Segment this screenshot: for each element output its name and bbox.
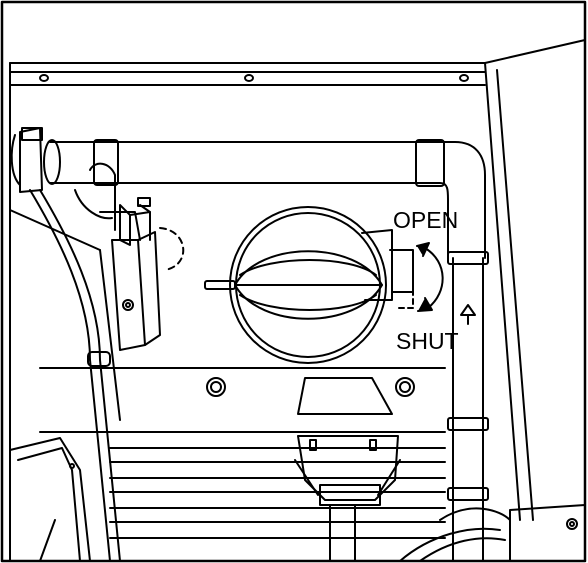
bottom-bracket bbox=[294, 435, 401, 562]
damper-body bbox=[204, 206, 393, 364]
left-valve-assembly bbox=[10, 127, 141, 562]
horizontal-pipe bbox=[43, 139, 486, 259]
bottom-louvers bbox=[39, 367, 446, 539]
top-rail bbox=[9, 62, 486, 86]
bottom-right-components bbox=[399, 504, 586, 562]
arrow-up-icon bbox=[460, 304, 476, 325]
left-side-panel bbox=[9, 62, 121, 562]
rotate-arrows-icon bbox=[416, 242, 444, 312]
open-label: OPEN bbox=[393, 207, 458, 233]
motor-box bbox=[111, 197, 185, 351]
bottom-left-equipment bbox=[9, 437, 91, 562]
vertical-pipe bbox=[447, 251, 489, 562]
shut-label: SHUT bbox=[396, 328, 459, 354]
right-panel bbox=[484, 39, 586, 521]
damper-handle bbox=[389, 249, 414, 309]
